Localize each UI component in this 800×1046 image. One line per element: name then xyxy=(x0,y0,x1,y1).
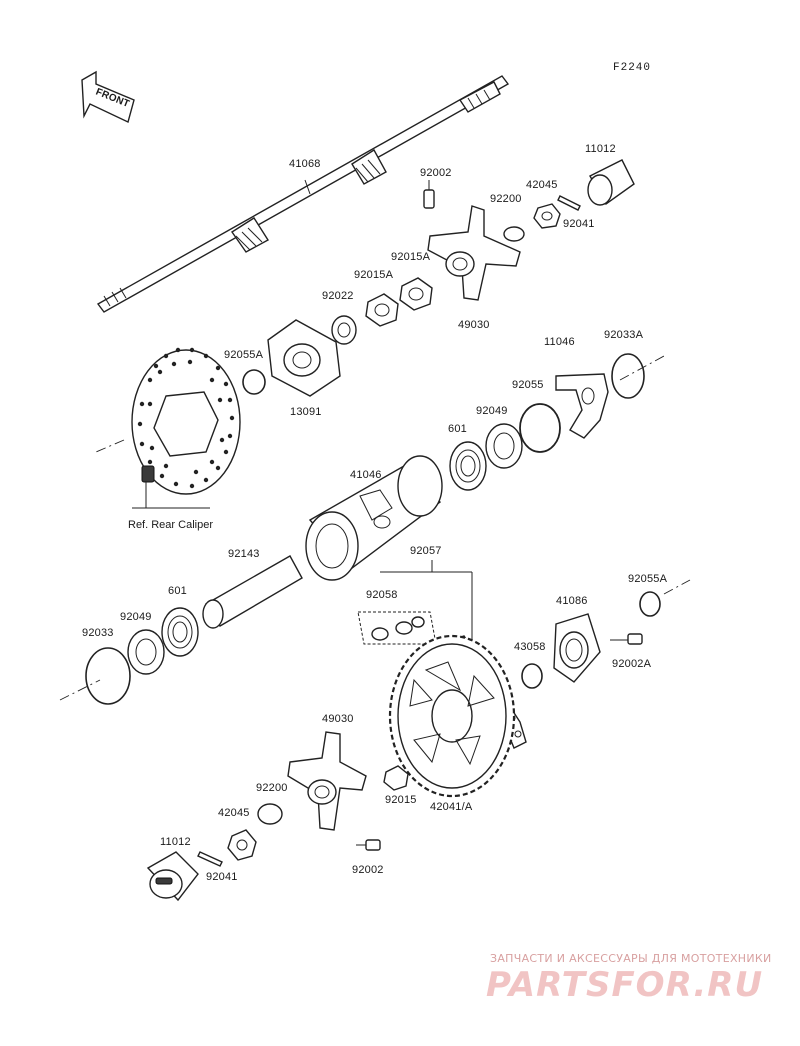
label-92002A: 92002A xyxy=(612,658,652,670)
label-92015: 92015 xyxy=(385,794,417,806)
nut-42045-bot xyxy=(227,829,257,861)
ring-92055A-right xyxy=(639,591,661,617)
ref-rear-caliper: Ref. Rear Caliper xyxy=(128,519,213,531)
nut-92015A-a xyxy=(399,277,433,311)
label-92041-bot: 92041 xyxy=(206,871,238,883)
label-42045-top: 42045 xyxy=(526,179,558,191)
ring-43058 xyxy=(521,663,543,689)
label-92200-bot: 92200 xyxy=(256,782,288,794)
sprocket-hub-41086 xyxy=(553,613,601,683)
sleeve-92143 xyxy=(202,555,303,629)
hub-49030-bot xyxy=(287,731,367,831)
axle-housing-41046 xyxy=(305,455,443,581)
seal-92049-bot xyxy=(127,629,165,675)
nut-42045-top xyxy=(533,203,561,229)
label-92002-bot: 92002 xyxy=(352,864,384,876)
seal-92049-top xyxy=(485,423,523,469)
o-ring-92055 xyxy=(519,403,561,453)
label-92055A-right: 92055A xyxy=(628,573,668,585)
snap-ring-92033A xyxy=(611,353,645,399)
label-92015A-a: 92015A xyxy=(391,251,431,263)
label-41086: 41086 xyxy=(556,595,588,607)
label-11012-bot: 11012 xyxy=(160,836,191,848)
nut-92015A-b xyxy=(365,293,399,327)
label-11046: 11046 xyxy=(544,336,575,348)
ring-92055A-left xyxy=(242,369,266,395)
label-92049-bot: 92049 xyxy=(120,611,152,623)
disc-hub-13091 xyxy=(267,319,341,397)
label-42045-bot: 42045 xyxy=(218,807,250,819)
front-arrow-icon: FRONT xyxy=(81,70,135,123)
cap-11012-top xyxy=(587,159,635,206)
label-49030-top: 49030 xyxy=(458,319,490,331)
cap-11012-bot xyxy=(146,851,199,902)
nut-92015 xyxy=(383,765,409,791)
washer-92200-top xyxy=(503,226,525,242)
watermark-tagline: ЗАПЧАСТИ И АКСЕССУАРЫ ДЛЯ МОТОТЕХНИКИ xyxy=(490,952,772,965)
label-92055: 92055 xyxy=(512,379,544,391)
label-92200-top: 92200 xyxy=(490,193,522,205)
washer-92022 xyxy=(331,315,357,345)
label-11012-top: 11012 xyxy=(585,143,616,155)
watermark: ЗАПЧАСТИ И АКСЕССУАРЫ ДЛЯ МОТОТЕХНИКИ PA… xyxy=(486,952,772,1005)
bolt-92002A xyxy=(610,633,643,645)
bolt-92002-top xyxy=(423,180,435,209)
washer-92200-bot xyxy=(257,803,283,825)
rear-sprocket-42041 xyxy=(388,634,516,798)
watermark-brand: PARTSFOR.RU xyxy=(486,965,763,1005)
bearing-601-top xyxy=(449,441,487,491)
label-13091: 13091 xyxy=(290,406,322,418)
label-92055A-left: 92055A xyxy=(224,349,264,361)
label-41068: 41068 xyxy=(289,158,321,170)
label-92143: 92143 xyxy=(228,548,260,560)
bolt-92002-bot xyxy=(356,839,381,851)
label-92041-top: 92041 xyxy=(563,218,595,230)
label-49030-bot: 49030 xyxy=(322,713,354,725)
label-92022: 92022 xyxy=(322,290,354,302)
label-43058: 43058 xyxy=(514,641,546,653)
hub-49030-top xyxy=(427,205,521,301)
diagram-code: F2240 xyxy=(613,62,651,74)
cotter-pin-92041-bot xyxy=(197,851,223,867)
label-92002-top: 92002 xyxy=(420,167,452,179)
label-92033: 92033 xyxy=(82,627,114,639)
label-601-top: 601 xyxy=(448,423,467,435)
bearing-601-bot xyxy=(161,607,199,657)
label-41046: 41046 xyxy=(350,469,382,481)
label-42041A: 42041/A xyxy=(430,801,473,813)
label-92057: 92057 xyxy=(410,545,442,557)
cotter-pin-92041-top xyxy=(557,195,581,211)
brake-disc xyxy=(131,347,241,495)
snap-ring-92033 xyxy=(85,647,131,705)
label-92049-top: 92049 xyxy=(476,405,508,417)
master-link-92058 xyxy=(357,611,437,645)
label-601-bot: 601 xyxy=(168,585,187,597)
label-92033A: 92033A xyxy=(604,329,644,341)
label-92015A-b: 92015A xyxy=(354,269,394,281)
label-92058: 92058 xyxy=(366,589,398,601)
guard-11046 xyxy=(555,373,609,439)
rear-axle-shaft xyxy=(96,75,510,313)
